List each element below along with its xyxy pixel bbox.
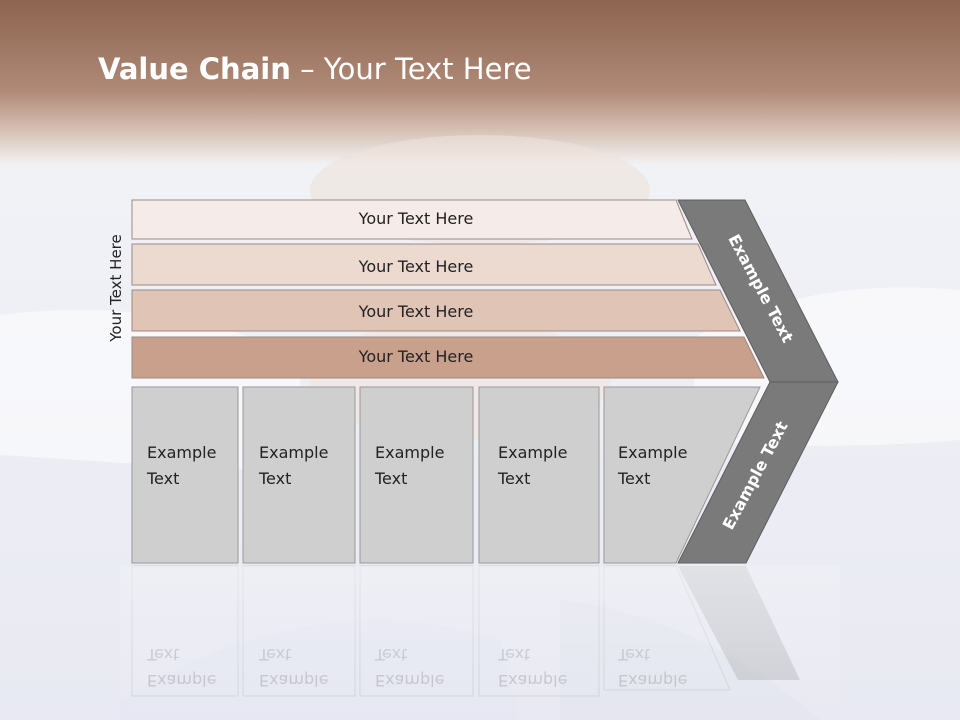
primary-activity-boxes: Example Text Example Text Example Text E… [131,386,761,564]
box-2[interactable] [242,386,356,564]
box-5[interactable] [603,386,761,564]
box-3-line1: Example [375,443,444,462]
box-3-line2: Text [374,469,407,488]
box-2-line2: Text [258,469,291,488]
box-2-line1: Example [259,443,328,462]
box-4[interactable] [478,386,600,564]
box-4-line1: Example [498,443,567,462]
title-bold: Value Chain [98,52,291,86]
band-1[interactable] [131,199,693,240]
activity-bands: Your Text Here Your Text Here Your Text … [131,199,765,379]
band-2[interactable] [131,243,717,286]
diagram-reflection: Example Text Example Text Example Text E… [120,565,840,720]
box-1-line1: Example [147,443,216,462]
chevron-lower[interactable] [677,381,839,564]
band-4-label: Your Text Here [358,347,474,366]
box-5-line2: Text [617,469,650,488]
band-3-label: Your Text Here [358,302,474,321]
band-3[interactable] [131,289,741,332]
box-3[interactable] [359,386,474,564]
band-4[interactable] [131,336,765,379]
band-2-label: Your Text Here [358,257,474,276]
band-1-label: Your Text Here [358,209,474,228]
box-4-line2: Text [497,469,530,488]
box-1-line2: Text [146,469,179,488]
box-1[interactable] [131,386,239,564]
slide-title: Value Chain – Your Text Here [98,52,532,86]
box-5-line1: Example [618,443,687,462]
title-rest: – Your Text Here [290,52,532,86]
